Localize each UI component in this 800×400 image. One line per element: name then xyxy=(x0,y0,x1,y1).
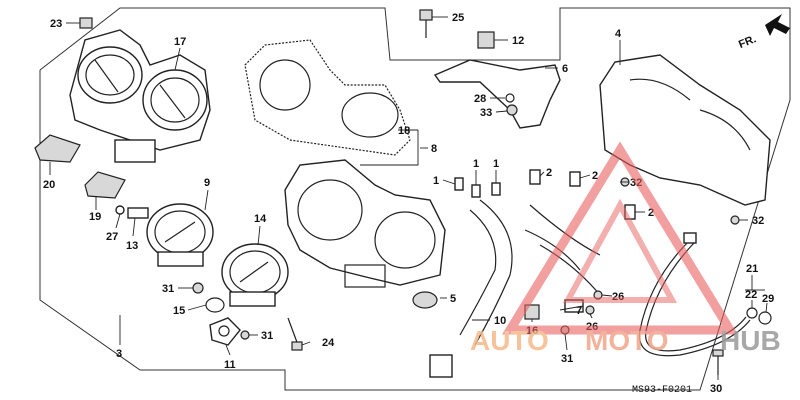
screw-31b xyxy=(240,330,250,340)
watermark-hub: HUB xyxy=(720,325,781,356)
callout-21: 21 xyxy=(746,263,758,275)
callout-leaders xyxy=(49,16,768,380)
callout-14: 14 xyxy=(254,213,267,225)
screw-32b xyxy=(730,215,740,225)
callout-7: 7 xyxy=(576,305,582,317)
callout-15: 15 xyxy=(173,305,185,317)
assembly-border xyxy=(39,7,791,391)
meter-case xyxy=(284,159,446,288)
callout-20: 20 xyxy=(43,179,55,191)
washer-29 xyxy=(758,311,772,325)
callout-28: 28 xyxy=(474,93,486,105)
bulb-socket-small xyxy=(115,205,149,219)
nut-small xyxy=(192,282,204,294)
callout-2c: 2 xyxy=(648,207,654,219)
washer-22 xyxy=(746,307,758,319)
orientation-label: FR. xyxy=(737,33,758,51)
watermark: AUTO MOTO HUB xyxy=(470,141,781,356)
rubber-block-upper xyxy=(34,134,81,163)
cover-screw xyxy=(79,17,93,29)
callout-10: 10 xyxy=(494,315,506,327)
callout-18: 18 xyxy=(398,125,410,137)
callout-1b: 1 xyxy=(473,158,479,170)
gasket xyxy=(244,39,411,156)
callout-8: 8 xyxy=(431,143,437,155)
callout-11: 11 xyxy=(224,359,236,371)
grommet xyxy=(205,297,225,313)
callout-31a: 31 xyxy=(162,283,174,295)
bolt-30 xyxy=(712,349,724,375)
speedometer xyxy=(146,203,214,267)
tachometer xyxy=(221,243,289,307)
callout-24: 24 xyxy=(322,337,335,349)
callout-25: 25 xyxy=(452,12,464,24)
callout-9: 9 xyxy=(204,177,210,189)
rubber-block-lower xyxy=(84,171,126,199)
callout-17: 17 xyxy=(174,36,186,48)
callout-19: 19 xyxy=(89,211,101,223)
nut-33 xyxy=(506,104,518,116)
callout-1a: 1 xyxy=(433,175,439,187)
callout-6: 6 xyxy=(562,63,568,75)
bolt-25 xyxy=(419,9,433,38)
bracket-6 xyxy=(433,59,561,129)
rubber-mount-5 xyxy=(412,291,438,309)
callout-3: 3 xyxy=(116,348,122,360)
watermark-moto: MOTO xyxy=(585,325,668,356)
callout-12: 12 xyxy=(512,35,524,47)
trip-knob xyxy=(209,317,241,346)
washer-28 xyxy=(505,93,515,103)
callout-4: 4 xyxy=(615,28,622,40)
callout-29: 29 xyxy=(762,293,774,305)
front-arrow-icon xyxy=(765,14,790,36)
callout-23: 23 xyxy=(50,18,62,30)
callout-27: 27 xyxy=(106,231,118,243)
callout-31b: 31 xyxy=(261,330,273,342)
callout-30: 30 xyxy=(710,383,722,395)
bolt-24 xyxy=(287,317,303,351)
callout-2a: 2 xyxy=(546,167,552,179)
figure-code: MS93-F0201 xyxy=(632,385,692,396)
warning-triangle-logo xyxy=(501,141,739,335)
callout-22: 22 xyxy=(745,289,757,301)
callout-5: 5 xyxy=(450,293,456,305)
callout-2b: 2 xyxy=(592,170,598,182)
watermark-auto: AUTO xyxy=(470,325,549,356)
meter-cover xyxy=(69,29,211,163)
callout-32b: 32 xyxy=(752,215,764,227)
callout-31c: 31 xyxy=(561,353,573,365)
callout-1c: 1 xyxy=(493,158,499,170)
callout-33: 33 xyxy=(480,107,492,119)
callout-13: 13 xyxy=(126,240,138,252)
nut-12 xyxy=(477,31,495,49)
